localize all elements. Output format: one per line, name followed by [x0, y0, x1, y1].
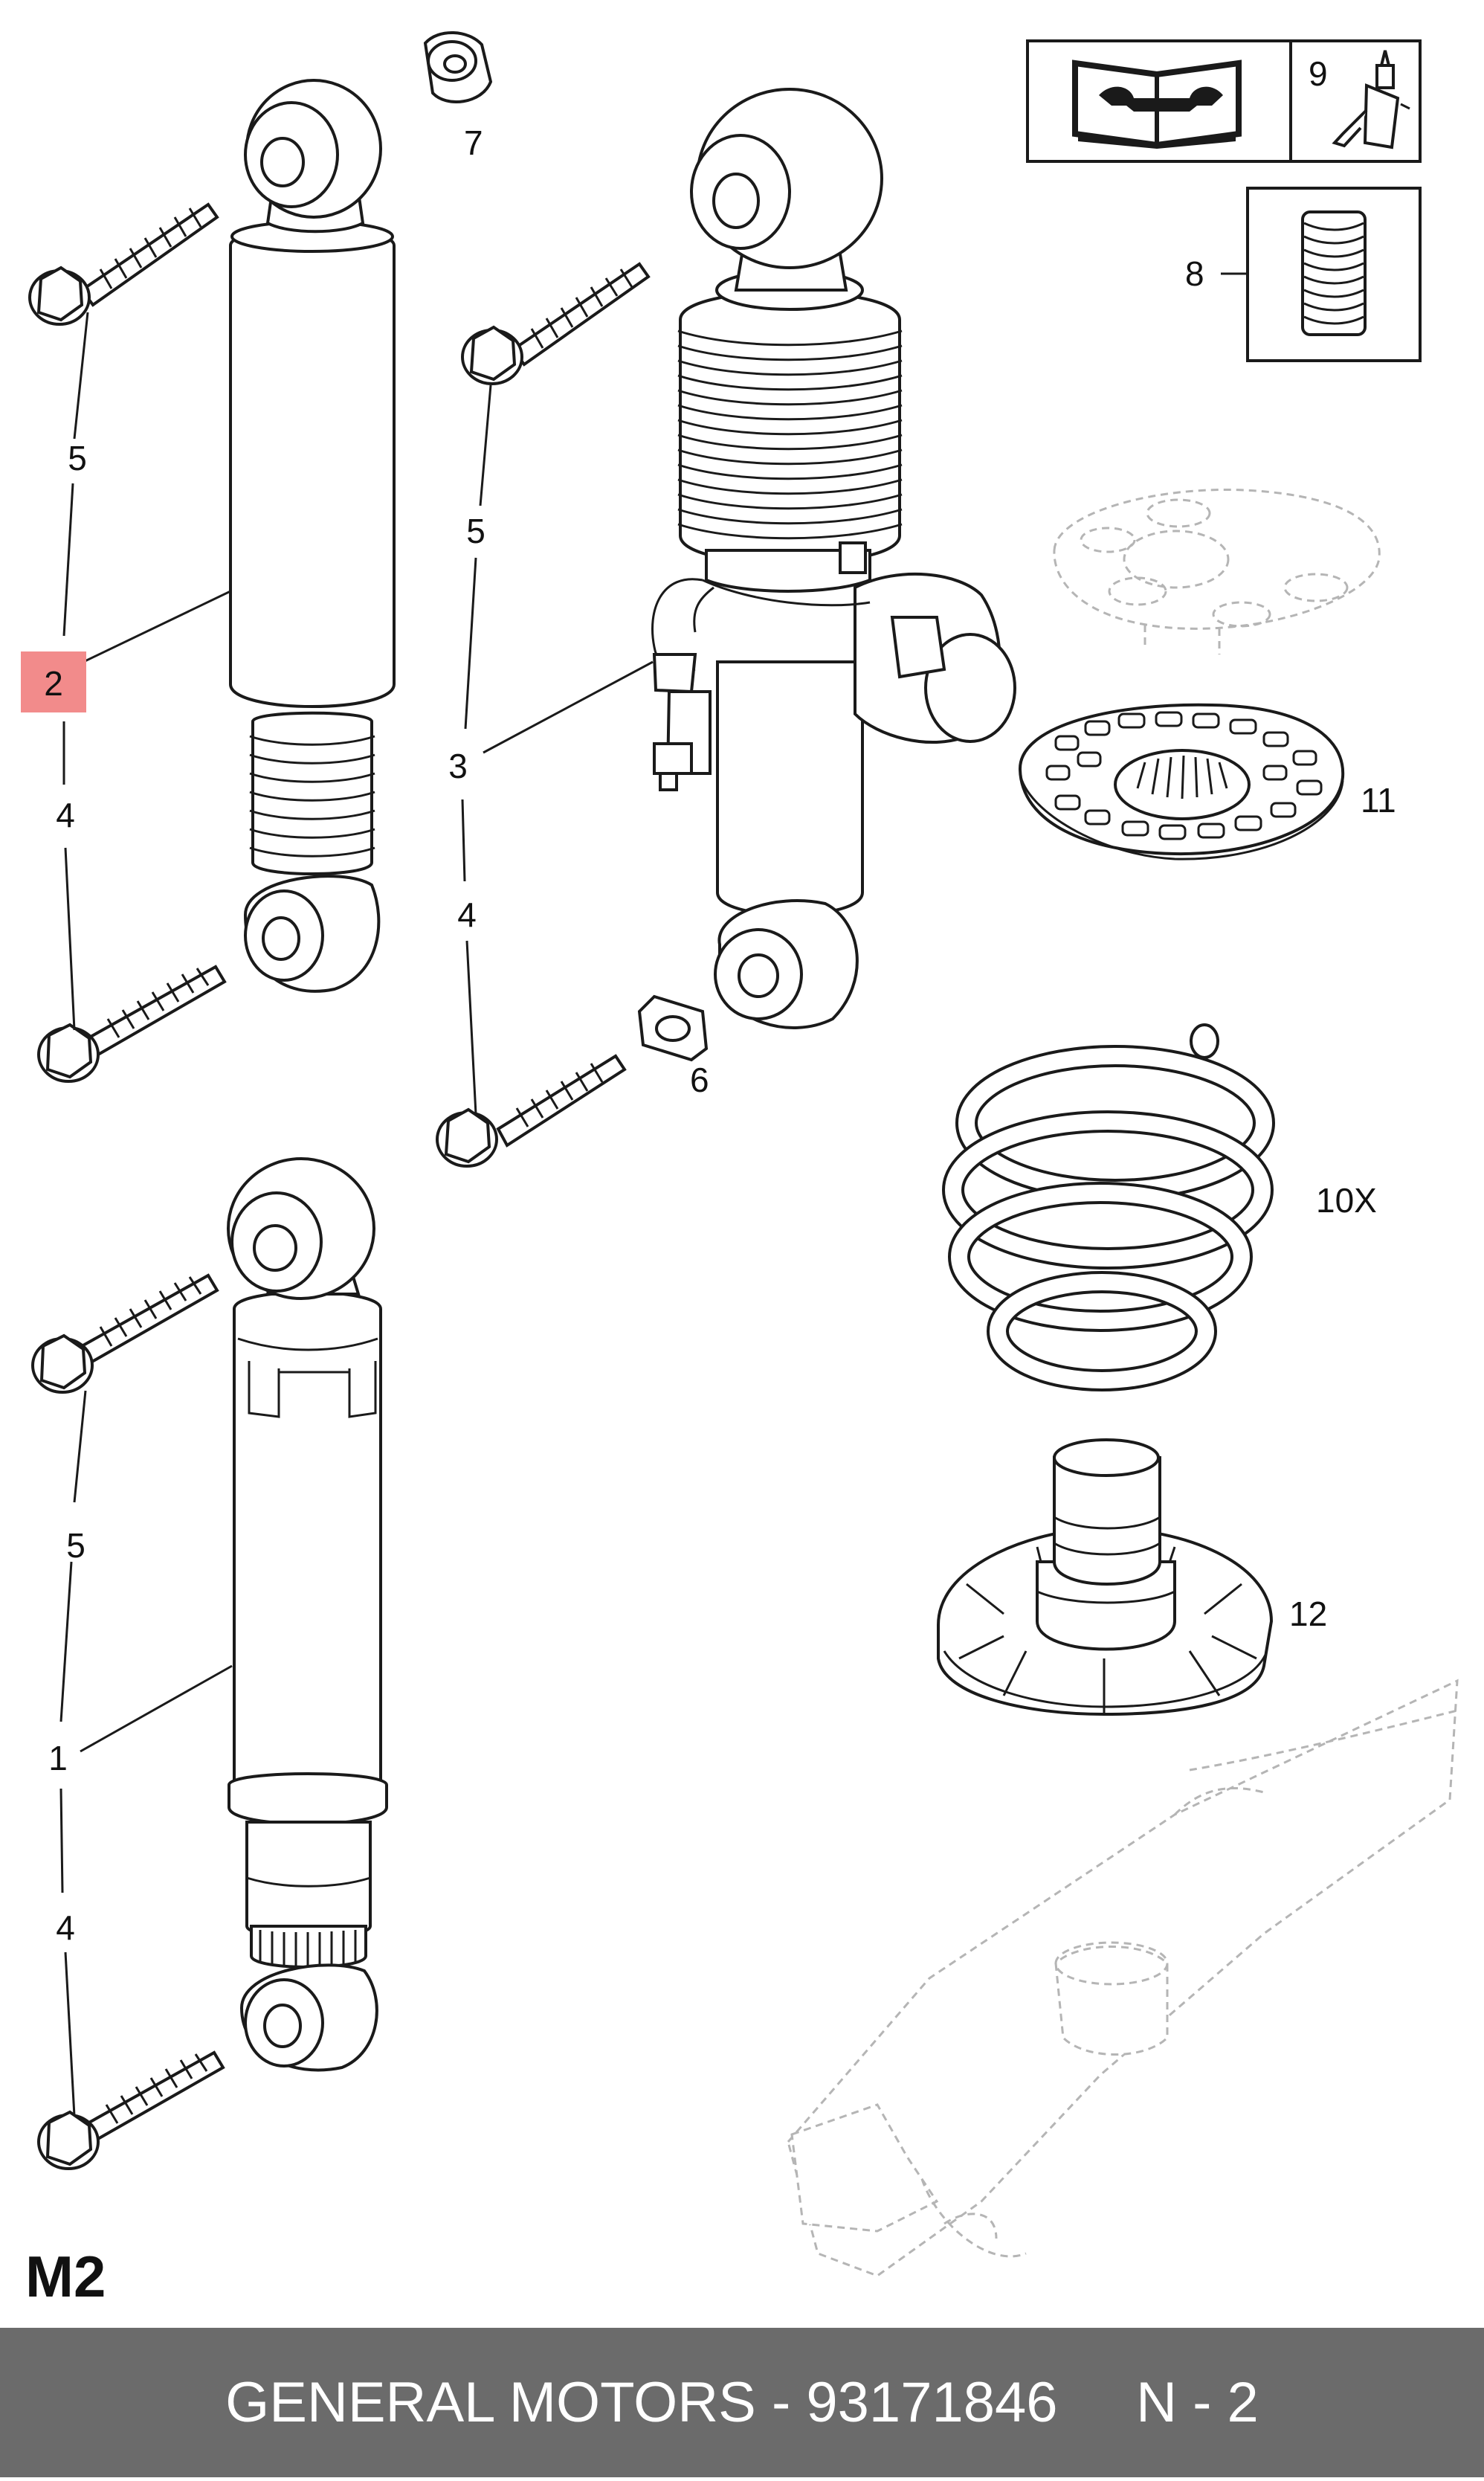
callout-8: 8	[1185, 254, 1204, 293]
instructions-box: 9	[1026, 39, 1422, 163]
callout-5-lower-left: 5	[66, 1526, 86, 1565]
part-8-box: 8	[1185, 187, 1422, 362]
shock-absorber-part-1	[227, 1157, 388, 2072]
footer-caption: GENERAL MOTORS - 93171846 N - 2	[225, 2371, 1259, 2434]
callout-11: 11	[1361, 781, 1396, 820]
axle-reference-outline	[787, 1679, 1459, 2277]
shock-absorber-part-3	[651, 88, 1016, 1029]
callout-3: 3	[448, 747, 468, 785]
section-code: M2	[25, 2244, 106, 2309]
bolts	[28, 202, 651, 2170]
callout-10x: 10X	[1316, 1181, 1377, 1220]
adhesive-tube-icon	[1332, 50, 1410, 149]
upper-mount-reference-outline	[1053, 488, 1381, 654]
spring-seat-part-11	[1018, 703, 1345, 860]
callout-5-top-left: 5	[68, 439, 87, 477]
callout-1: 1	[48, 1739, 68, 1777]
bolt-5-top-left	[28, 202, 219, 326]
repair-manual-icon	[1072, 59, 1242, 149]
shock-absorber-part-2	[229, 79, 396, 993]
callout-12: 12	[1289, 1595, 1327, 1633]
bump-stop-part-12	[937, 1438, 1274, 1716]
bolt-4-lower-left	[37, 2050, 225, 2170]
bump-stop-part-8	[1301, 210, 1367, 336]
callout-4-top-left: 4	[56, 796, 75, 834]
callout-4-middle: 4	[457, 895, 477, 934]
bolt-5-middle	[461, 262, 651, 385]
highlight-part-2	[21, 651, 86, 712]
coil-spring-part-10x	[942, 959, 1275, 1391]
callout-2: 2	[44, 664, 63, 703]
nut-part-7	[423, 31, 493, 103]
bolt-4-middle	[436, 1054, 627, 1168]
callout-9: 9	[1309, 54, 1328, 93]
bolt-5-lower-left	[31, 1273, 219, 1394]
callout-4-lower-left: 4	[56, 1908, 75, 1947]
callout-7: 7	[464, 123, 483, 162]
washer-part-6	[637, 994, 709, 1062]
callout-6: 6	[690, 1061, 709, 1099]
callout-5-middle: 5	[466, 512, 485, 550]
leader-lines	[59, 312, 654, 2117]
bolt-4-upper-left	[37, 965, 227, 1083]
footer-bar	[0, 2328, 1484, 2477]
